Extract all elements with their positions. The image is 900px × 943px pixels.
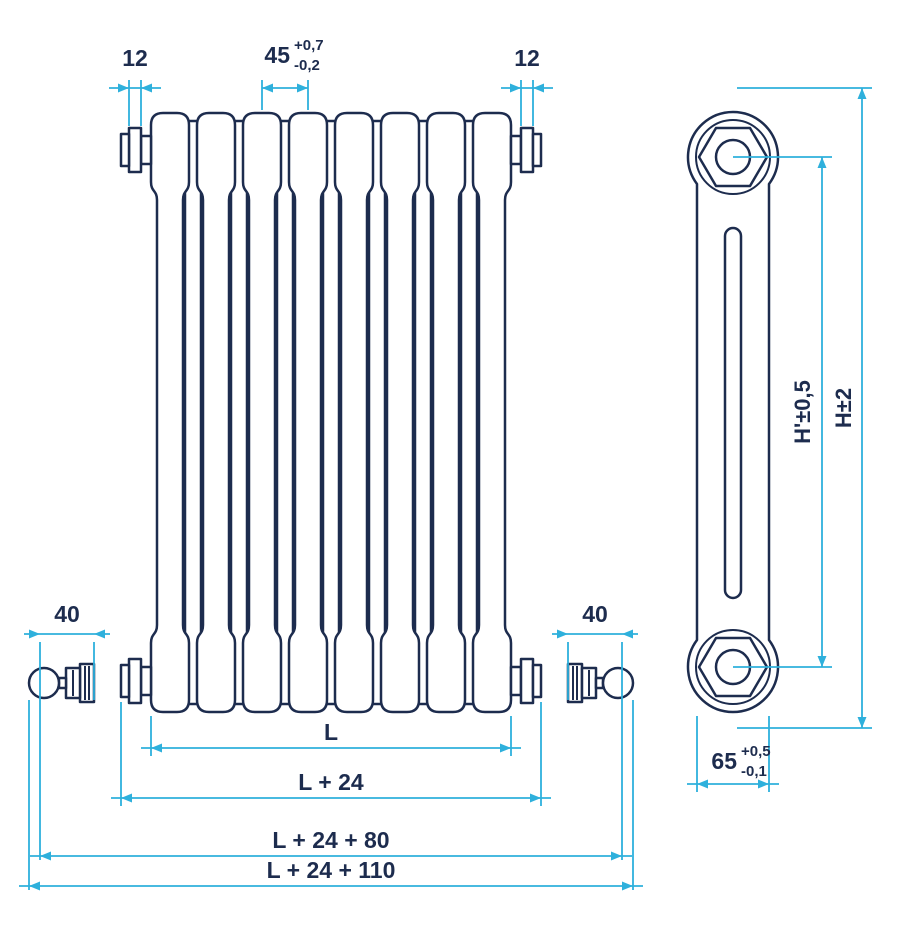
plug-neck (139, 134, 153, 166)
plug-neck (509, 665, 523, 697)
radiator-column (425, 111, 467, 714)
dim-label-pitch-tol-minus: -0,2 (294, 57, 320, 74)
plug-cap (119, 663, 131, 699)
dim-pitch: 45 +0,7 -0,2 (261, 37, 324, 110)
arrowhead (94, 629, 105, 639)
plug-cap (119, 132, 131, 168)
dim-label-plug-right: 12 (514, 45, 540, 71)
bottom-right-plug (509, 657, 543, 705)
dim-length-80: L + 24 + 80 (30, 827, 632, 861)
arrowhead (697, 779, 708, 789)
arrowhead (530, 793, 541, 803)
bottom-left-plug (119, 657, 153, 705)
right-valve (566, 662, 635, 704)
radiator-column (333, 111, 375, 714)
front-dimensions: 12 45 +0,7 -0,2 12 40 (19, 37, 643, 891)
plug-neck (509, 134, 523, 166)
dim-label-length-80: L + 24 + 80 (272, 827, 389, 853)
top-right-plug (509, 126, 543, 174)
plug-cap (531, 663, 543, 699)
arrowhead (857, 717, 867, 728)
plug-flange (519, 657, 535, 705)
column-groove (723, 226, 743, 600)
arrowhead (297, 83, 308, 93)
top-left-plug (119, 126, 153, 174)
dim-label-overall-height: H±2 (831, 388, 856, 428)
dim-label-length-110: L + 24 + 110 (267, 857, 396, 883)
plug-cap (531, 132, 543, 168)
arrowhead (758, 779, 769, 789)
plug-flange (127, 657, 143, 705)
arrowhead (118, 83, 129, 93)
side-dimensions: H'±0,5 H±2 65 +0,5 -0,1 (687, 87, 872, 792)
dim-length: L (141, 716, 521, 756)
radiator-column (287, 111, 329, 714)
dim-label-depth-tol-minus: -0,1 (741, 763, 767, 780)
arrowhead (151, 743, 162, 753)
arrowhead (622, 629, 633, 639)
arrowhead (121, 793, 132, 803)
arrowhead (557, 629, 568, 639)
dim-depth: 65 +0,5 -0,1 (687, 716, 779, 792)
dim-label-pitch: 45 (264, 42, 290, 68)
plug-neck (139, 665, 153, 697)
arrowhead (500, 743, 511, 753)
dim-label-length: L (324, 719, 338, 745)
valve-union-nut (566, 662, 584, 704)
valve-knob (27, 666, 61, 700)
dim-label-depth-tol-plus: +0,5 (741, 743, 771, 760)
radiator-column (241, 111, 283, 714)
plug-flange (127, 126, 143, 174)
dim-label-valve-left: 40 (54, 601, 80, 627)
dim-label-pitch-tol-plus: +0,7 (294, 37, 324, 54)
arrowhead (857, 88, 867, 99)
arrowhead (141, 83, 152, 93)
dim-valve-left: 40 (24, 601, 110, 860)
dim-label-length-24: L + 24 (298, 769, 364, 795)
dim-center-distance: H'±0,5 (733, 156, 832, 668)
left-valve (27, 662, 96, 704)
dim-overall-height: H±2 (737, 87, 872, 729)
arrowhead (29, 881, 40, 891)
dim-valve-right: 40 (552, 601, 638, 860)
arrowhead (40, 851, 51, 861)
arrowhead (611, 851, 622, 861)
arrowhead (262, 83, 273, 93)
arrowhead (29, 629, 40, 639)
arrowhead (817, 157, 827, 168)
plug-flange (519, 126, 535, 174)
dim-label-center-distance: H'±0,5 (790, 380, 815, 444)
dim-label-valve-right: 40 (582, 601, 608, 627)
dim-length-110: L + 24 + 110 (19, 700, 643, 891)
dim-label-plug-left: 12 (122, 45, 148, 71)
radiator-column (471, 111, 513, 714)
front-view (27, 111, 635, 714)
dim-plug-left: 12 (109, 45, 161, 126)
dim-plug-right: 12 (501, 45, 553, 126)
radiator-column (195, 111, 237, 714)
dim-label-depth: 65 (711, 748, 737, 774)
radiator-column (379, 111, 421, 714)
arrowhead (817, 656, 827, 667)
arrowhead (510, 83, 521, 93)
dim-length-24: L + 24 (111, 702, 551, 806)
radiator-column (149, 111, 191, 714)
arrowhead (533, 83, 544, 93)
valve-knob (601, 666, 635, 700)
arrowhead (622, 881, 633, 891)
valve-union-nut (78, 662, 96, 704)
side-view (686, 110, 780, 714)
